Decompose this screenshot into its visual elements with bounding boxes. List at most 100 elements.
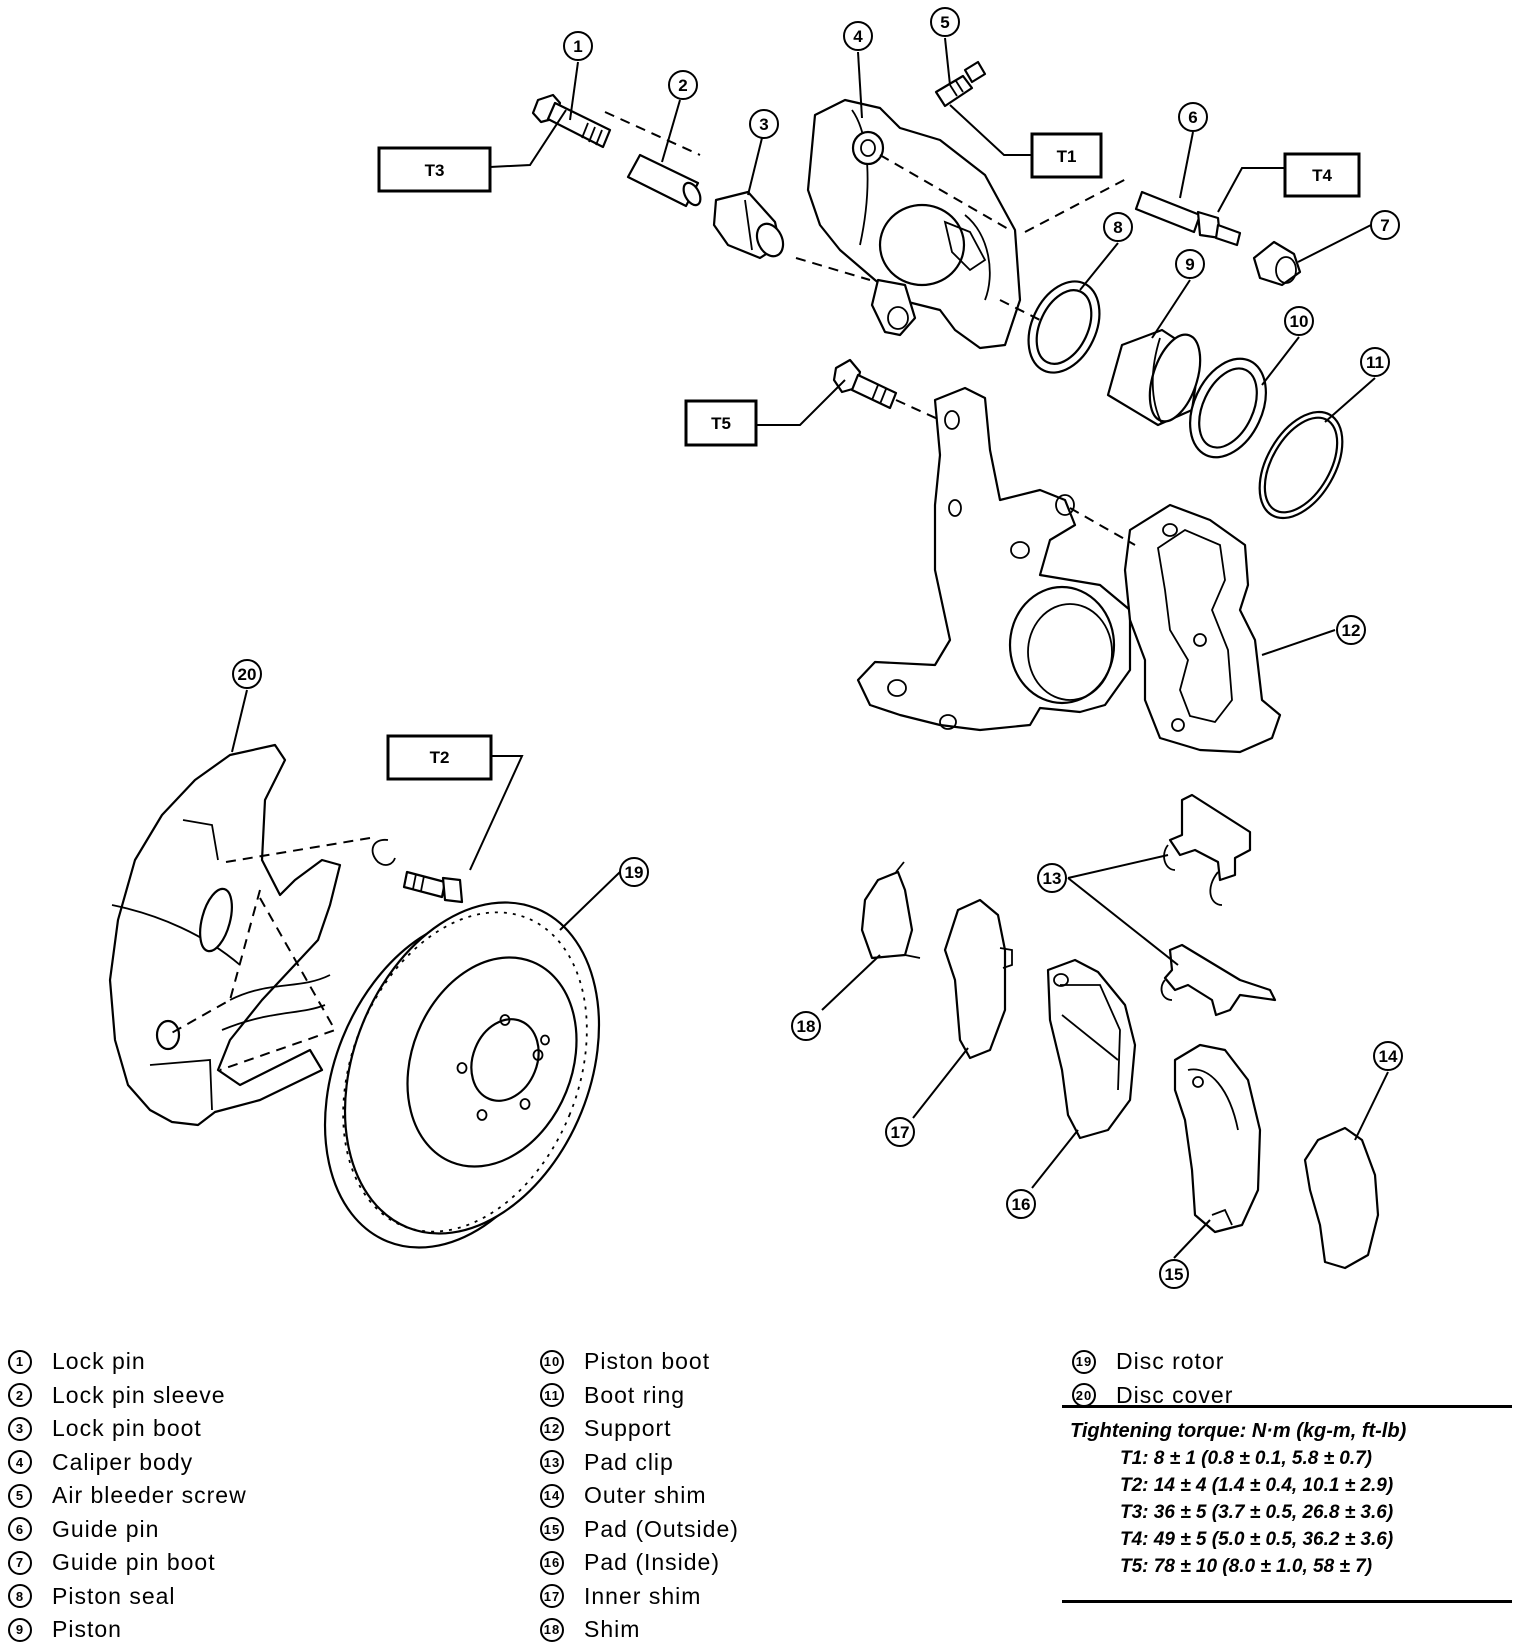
- legend-item: 8 Piston seal: [8, 1580, 247, 1614]
- svg-text:4: 4: [853, 27, 863, 46]
- svg-text:18: 18: [797, 1017, 816, 1036]
- legend-item: 4 Caliper body: [8, 1446, 247, 1480]
- callout-14: 14: [1373, 1041, 1403, 1071]
- torque-spec-t4: T4: 49 ± 5 (5.0 ± 0.5, 36.2 ± 3.6): [1120, 1529, 1394, 1550]
- legend-label: Boot ring: [584, 1381, 686, 1408]
- legend-label: Disc rotor: [1116, 1348, 1225, 1375]
- callout-5: 5: [930, 7, 960, 37]
- legend-number: 4: [8, 1450, 32, 1475]
- svg-text:T2: T2: [430, 748, 450, 767]
- callout-4: 4: [843, 21, 873, 51]
- legend-number: 11: [540, 1383, 564, 1408]
- callout-2: 2: [668, 70, 698, 100]
- torque-spec-t2: T2: 14 ± 4 (1.4 ± 0.4, 10.1 ± 2.9): [1120, 1475, 1394, 1496]
- outer-shim-part: [1303, 1126, 1380, 1270]
- t2-bolt-part: [402, 870, 464, 904]
- piston-part: [1106, 328, 1202, 427]
- legend-item: 16 Pad (Inside): [540, 1546, 739, 1580]
- legend-item: 11 Boot ring: [540, 1379, 739, 1413]
- legend-number: 9: [8, 1617, 32, 1642]
- legend-label: Pad (Inside): [584, 1549, 721, 1576]
- svg-text:T3: T3: [425, 161, 445, 180]
- lock-pin-boot-part: [712, 190, 785, 260]
- legend-number: 14: [540, 1483, 564, 1508]
- legend-label: Caliper body: [52, 1448, 194, 1475]
- legend-item: 5 Air bleeder screw: [8, 1479, 247, 1513]
- torque-tag-t2: T2: [386, 734, 493, 781]
- pad-outside-part: [1173, 1043, 1262, 1234]
- callout-16: 16: [1006, 1189, 1036, 1219]
- legend-label: Pad clip: [584, 1448, 674, 1475]
- piston-seal-part: [1027, 280, 1101, 374]
- legend-number: 10: [540, 1349, 564, 1374]
- legend-label: Pad (Outside): [584, 1515, 739, 1542]
- svg-text:5: 5: [940, 13, 949, 32]
- svg-text:2: 2: [678, 76, 687, 95]
- legend-number: 7: [8, 1550, 32, 1575]
- assembly-lines: [167, 111, 1136, 1071]
- torque-tag-t1: T1: [1030, 132, 1103, 179]
- legend-number: 3: [8, 1416, 32, 1441]
- legend-label: Lock pin: [52, 1348, 146, 1375]
- callout-20: 20: [232, 659, 262, 689]
- air-bleeder-screw-part: [934, 60, 987, 108]
- svg-text:8: 8: [1113, 218, 1122, 237]
- legend-label: Piston: [52, 1616, 122, 1643]
- legend-label: Air bleeder screw: [52, 1482, 247, 1509]
- legend-label: Piston boot: [584, 1348, 711, 1375]
- steering-knuckle-part: [856, 386, 1132, 732]
- callout-12: 12: [1336, 615, 1366, 645]
- svg-text:11: 11: [1366, 353, 1384, 372]
- legend-label: Shim: [584, 1616, 641, 1643]
- legend-label: Lock pin boot: [52, 1415, 202, 1442]
- legend-label: Lock pin sleeve: [52, 1381, 226, 1408]
- legend-number: 5: [8, 1483, 32, 1508]
- torque-title: Tightening torque: N·m (kg-m, ft-lb): [1070, 1420, 1407, 1442]
- legend-item: 2 Lock pin sleeve: [8, 1379, 247, 1413]
- callout-17: 17: [885, 1117, 915, 1147]
- legend-label: Piston seal: [52, 1582, 176, 1609]
- shim-part: [860, 861, 921, 960]
- svg-text:15: 15: [1165, 1265, 1184, 1284]
- svg-text:T5: T5: [711, 414, 731, 433]
- legend-number: 8: [8, 1584, 32, 1609]
- callout-3: 3: [749, 109, 779, 139]
- legend-item: 10 Piston boot: [540, 1345, 739, 1379]
- torque-spec-t1: T1: 8 ± 1 (0.8 ± 0.1, 5.8 ± 0.7): [1120, 1448, 1373, 1469]
- guide-pin-part: [1134, 190, 1242, 247]
- torque-tag-t4: T4: [1283, 152, 1361, 198]
- svg-text:16: 16: [1012, 1195, 1031, 1214]
- svg-text:10: 10: [1290, 312, 1309, 331]
- support-part: [1123, 503, 1282, 754]
- legend-number: 16: [540, 1550, 564, 1575]
- legend-number: 18: [540, 1617, 564, 1642]
- pad-inside-part: [1046, 958, 1137, 1140]
- pad-clip-part: [1160, 793, 1277, 1017]
- legend-label: Guide pin: [52, 1515, 160, 1542]
- legend-item: 3 Lock pin boot: [8, 1412, 247, 1446]
- torque-tag-t3: T3: [377, 146, 492, 193]
- svg-text:6: 6: [1188, 108, 1197, 127]
- svg-text:13: 13: [1043, 869, 1062, 888]
- svg-text:20: 20: [238, 665, 257, 684]
- svg-text:T1: T1: [1057, 147, 1077, 166]
- torque-spec-t5: T5: 78 ± 10 (8.0 ± 1.0, 58 ± 7): [1120, 1556, 1373, 1577]
- disc-cover-part: [108, 743, 342, 1127]
- disc-rotor-part: [323, 901, 601, 1249]
- torque-spec-t3: T3: 36 ± 5 (3.7 ± 0.5, 26.8 ± 3.6): [1120, 1502, 1394, 1523]
- t5-bolt-part: [832, 358, 898, 410]
- callout-9: 9: [1175, 249, 1205, 279]
- callout-15: 15: [1159, 1259, 1189, 1289]
- torque-bottom-rule: [1062, 1600, 1512, 1603]
- legend-number: 17: [540, 1584, 564, 1609]
- legend-number: 2: [8, 1383, 32, 1408]
